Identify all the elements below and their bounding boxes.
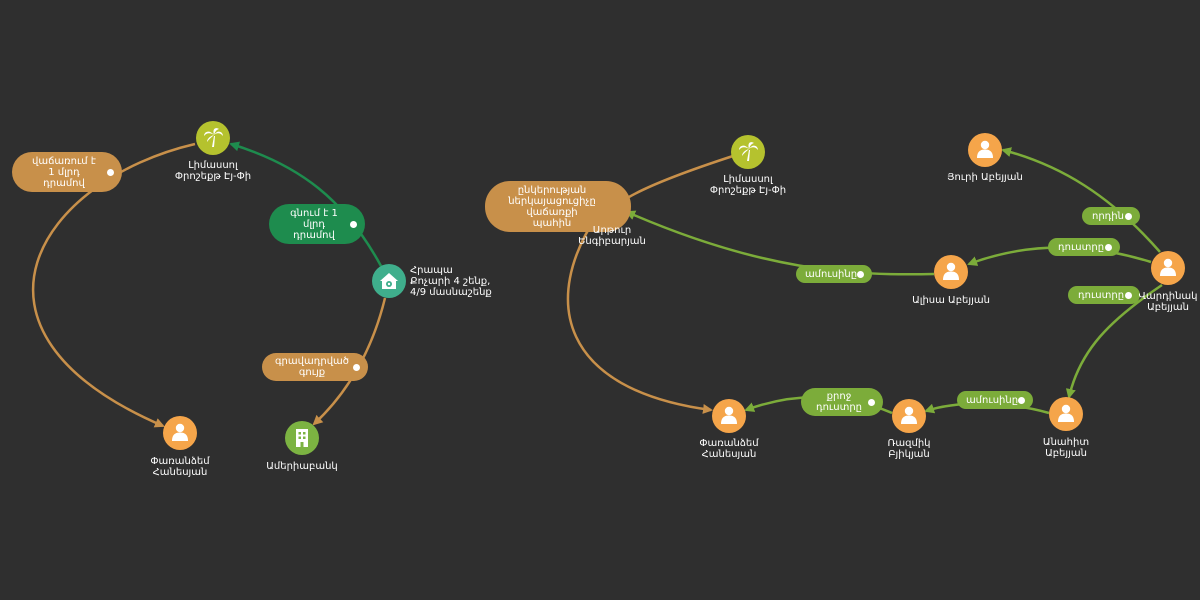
edge-label-text: գնում է 1 մլրդ դրամով	[290, 207, 338, 241]
edge-label-e1[interactable]: վաճառում է 1 մլրդ դրամով	[12, 152, 122, 192]
node-n5[interactable]	[731, 135, 765, 169]
person-icon	[977, 140, 993, 158]
edge-handle-dot[interactable]	[107, 168, 114, 176]
node-n9[interactable]	[1151, 251, 1185, 285]
node-n8[interactable]	[934, 255, 968, 289]
building-icon	[296, 429, 308, 447]
person-icon	[1058, 404, 1074, 422]
edge-e5[interactable]	[566, 213, 713, 414]
edge-label-text: քրոջ դուստրը	[815, 391, 863, 413]
edge-label-text: դուստրը	[1077, 289, 1125, 301]
node-n10[interactable]	[712, 399, 746, 433]
edge-e4[interactable]	[628, 154, 734, 199]
edge-handle-dot[interactable]	[868, 398, 875, 406]
node-n7[interactable]	[968, 133, 1002, 167]
person-icon	[1160, 258, 1176, 276]
palm-tree-icon	[739, 142, 758, 161]
edge-handle-dot[interactable]	[857, 270, 864, 278]
node-n11[interactable]	[892, 399, 926, 433]
edge-label-text: գրավադրված գույք	[274, 356, 349, 378]
node-n3[interactable]	[372, 264, 406, 298]
house-icon	[380, 273, 398, 289]
edge-label-e11[interactable]: քրոջ դուստրը	[801, 388, 883, 416]
edge-handle-dot[interactable]	[350, 220, 357, 228]
palm-tree-icon	[204, 128, 223, 147]
edge-handle-dot[interactable]	[353, 363, 360, 371]
edge-handle-dot[interactable]	[1125, 291, 1132, 299]
node-n1[interactable]	[196, 121, 230, 155]
person-icon	[172, 423, 188, 441]
edge-e7[interactable]	[1001, 147, 1161, 253]
edge-e6[interactable]	[625, 210, 935, 276]
edge-e1[interactable]	[32, 142, 196, 428]
person-icon	[721, 406, 737, 424]
edge-label-e9[interactable]: դուստրը	[1068, 286, 1140, 304]
edge-handle-dot[interactable]	[1105, 243, 1112, 251]
edge-label-e7[interactable]: որդին	[1082, 207, 1140, 225]
edge-e2[interactable]	[229, 141, 383, 267]
edge-label-text: վաճառում է 1 մլրդ դրամով	[32, 155, 96, 189]
node-n4[interactable]	[285, 421, 319, 455]
edge-label-e3[interactable]: գրավադրված գույք	[262, 353, 368, 381]
node-circle[interactable]	[731, 135, 765, 169]
node-n2[interactable]	[163, 416, 197, 450]
edge-label-text: ընկերության ներկայացուցիչը վաճառքի պահին	[508, 184, 596, 229]
edge-label-e6[interactable]: ամուսինը	[796, 265, 872, 283]
edge-label-text: դուստրը	[1057, 241, 1105, 253]
edge-handle-dot[interactable]	[1125, 212, 1132, 220]
edge-label-e2[interactable]: գնում է 1 մլրդ դրամով	[269, 204, 365, 244]
edge-label-text: ամուսինը	[804, 268, 858, 280]
edge-label-text: ամուսինը	[965, 394, 1019, 406]
edge-label-text: որդին	[1092, 210, 1124, 222]
edge-e9[interactable]	[1065, 283, 1163, 399]
person-icon	[901, 406, 917, 424]
edge-label-e8[interactable]: դուստրը	[1048, 238, 1120, 256]
edge-label-e10[interactable]: ամուսինը	[957, 391, 1033, 409]
node-n12[interactable]	[1049, 397, 1083, 431]
edge-label-e5[interactable]: ընկերության ներկայացուցիչը վաճառքի պահին	[485, 181, 631, 232]
person-icon	[943, 262, 959, 280]
node-circle[interactable]	[196, 121, 230, 155]
edge-handle-dot[interactable]	[1018, 396, 1025, 404]
